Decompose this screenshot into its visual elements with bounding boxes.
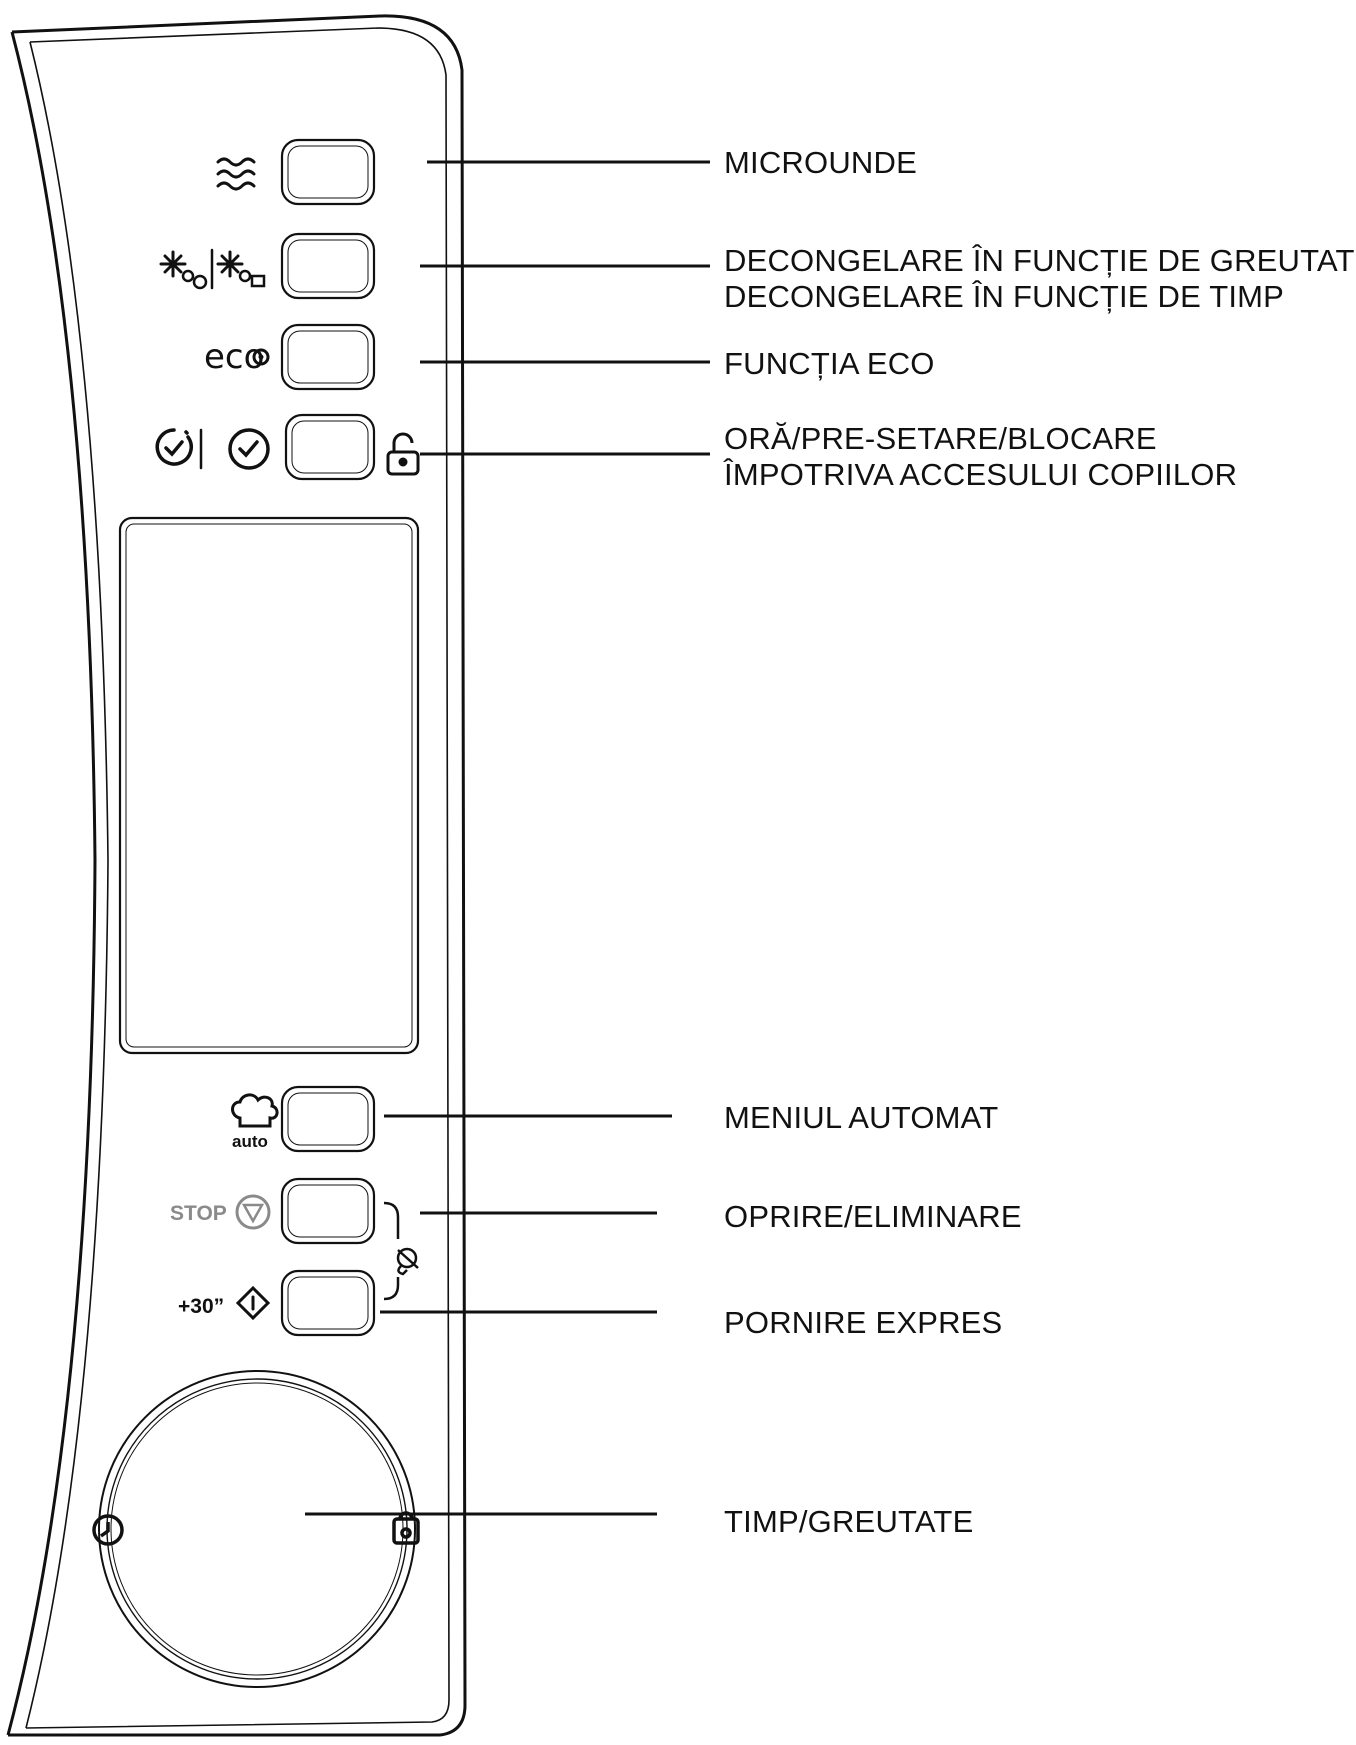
panel-outline bbox=[6, 14, 467, 1737]
time-weight-knob[interactable] bbox=[99, 1371, 415, 1687]
label-defrost-time: DECONGELARE ÎN FUNCȚIE DE TIMP bbox=[724, 279, 1285, 314]
stop-clear-button[interactable] bbox=[282, 1179, 374, 1243]
plus30-panel-label: +30” bbox=[178, 1295, 224, 1318]
clock-preset-icon bbox=[155, 428, 270, 470]
defrost-button[interactable] bbox=[282, 234, 374, 298]
time-weight-dial bbox=[98, 1370, 416, 1688]
label-defrost-weight: DECONGELARE ÎN FUNCȚIE DE GREUTATE bbox=[724, 243, 1356, 278]
label-clock-line1: ORĂ/PRE-SETARE/BLOCARE bbox=[724, 421, 1157, 456]
child-lock-bracket bbox=[383, 1201, 400, 1301]
auto-menu-button[interactable] bbox=[282, 1087, 374, 1151]
label-eco: FUNCȚIA ECO bbox=[724, 346, 935, 381]
eco-icon: eco bbox=[204, 337, 270, 377]
defrost-weight-time-icon bbox=[159, 248, 266, 290]
leader-lines bbox=[305, 160, 710, 1516]
label-dial: TIMP/GREUTATE bbox=[724, 1504, 974, 1539]
padlock-icon bbox=[386, 432, 420, 476]
express-start-button[interactable] bbox=[282, 1271, 374, 1335]
child-lock-icon bbox=[396, 1247, 419, 1276]
auto-menu-button-shape bbox=[280, 1085, 376, 1153]
dial-clock-icon bbox=[92, 1514, 124, 1546]
clock-button-shape bbox=[284, 413, 376, 481]
defrost-button-shape bbox=[280, 232, 376, 300]
label-stop: OPRIRE/ELIMINARE bbox=[724, 1199, 1022, 1234]
display-window bbox=[118, 516, 420, 1055]
label-defrost: DECONGELARE ÎN FUNCȚIE DE GREUTATE DECON… bbox=[724, 243, 1356, 315]
stop-triangle-icon: STOP bbox=[170, 1194, 271, 1230]
eco-button[interactable] bbox=[282, 325, 374, 389]
start-diamond-icon: +30” bbox=[178, 1285, 271, 1321]
panel-inner-outline bbox=[25, 27, 450, 1729]
start-button-shape bbox=[280, 1269, 376, 1337]
microwave-waves-icon bbox=[216, 157, 256, 191]
stop-button-shape bbox=[280, 1177, 376, 1245]
microwave-button[interactable] bbox=[282, 140, 374, 204]
label-auto-menu: MENIUL AUTOMAT bbox=[724, 1100, 999, 1135]
label-clock: ORĂ/PRE-SETARE/BLOCARE ÎMPOTRIVA ACCESUL… bbox=[724, 421, 1237, 493]
auto-panel-label: auto bbox=[232, 1132, 268, 1151]
eco-button-shape bbox=[280, 323, 376, 391]
clock-preset-lock-button[interactable] bbox=[286, 415, 374, 479]
stop-panel-label: STOP bbox=[170, 1202, 227, 1225]
chef-hat-icon: auto bbox=[231, 1093, 279, 1151]
label-clock-line2: ÎMPOTRIVA ACCESULUI COPIILOR bbox=[724, 457, 1238, 492]
label-start: PORNIRE EXPRES bbox=[724, 1305, 1003, 1340]
label-microwave: MICROUNDE bbox=[724, 145, 917, 180]
microwave-button-shape bbox=[280, 138, 376, 206]
